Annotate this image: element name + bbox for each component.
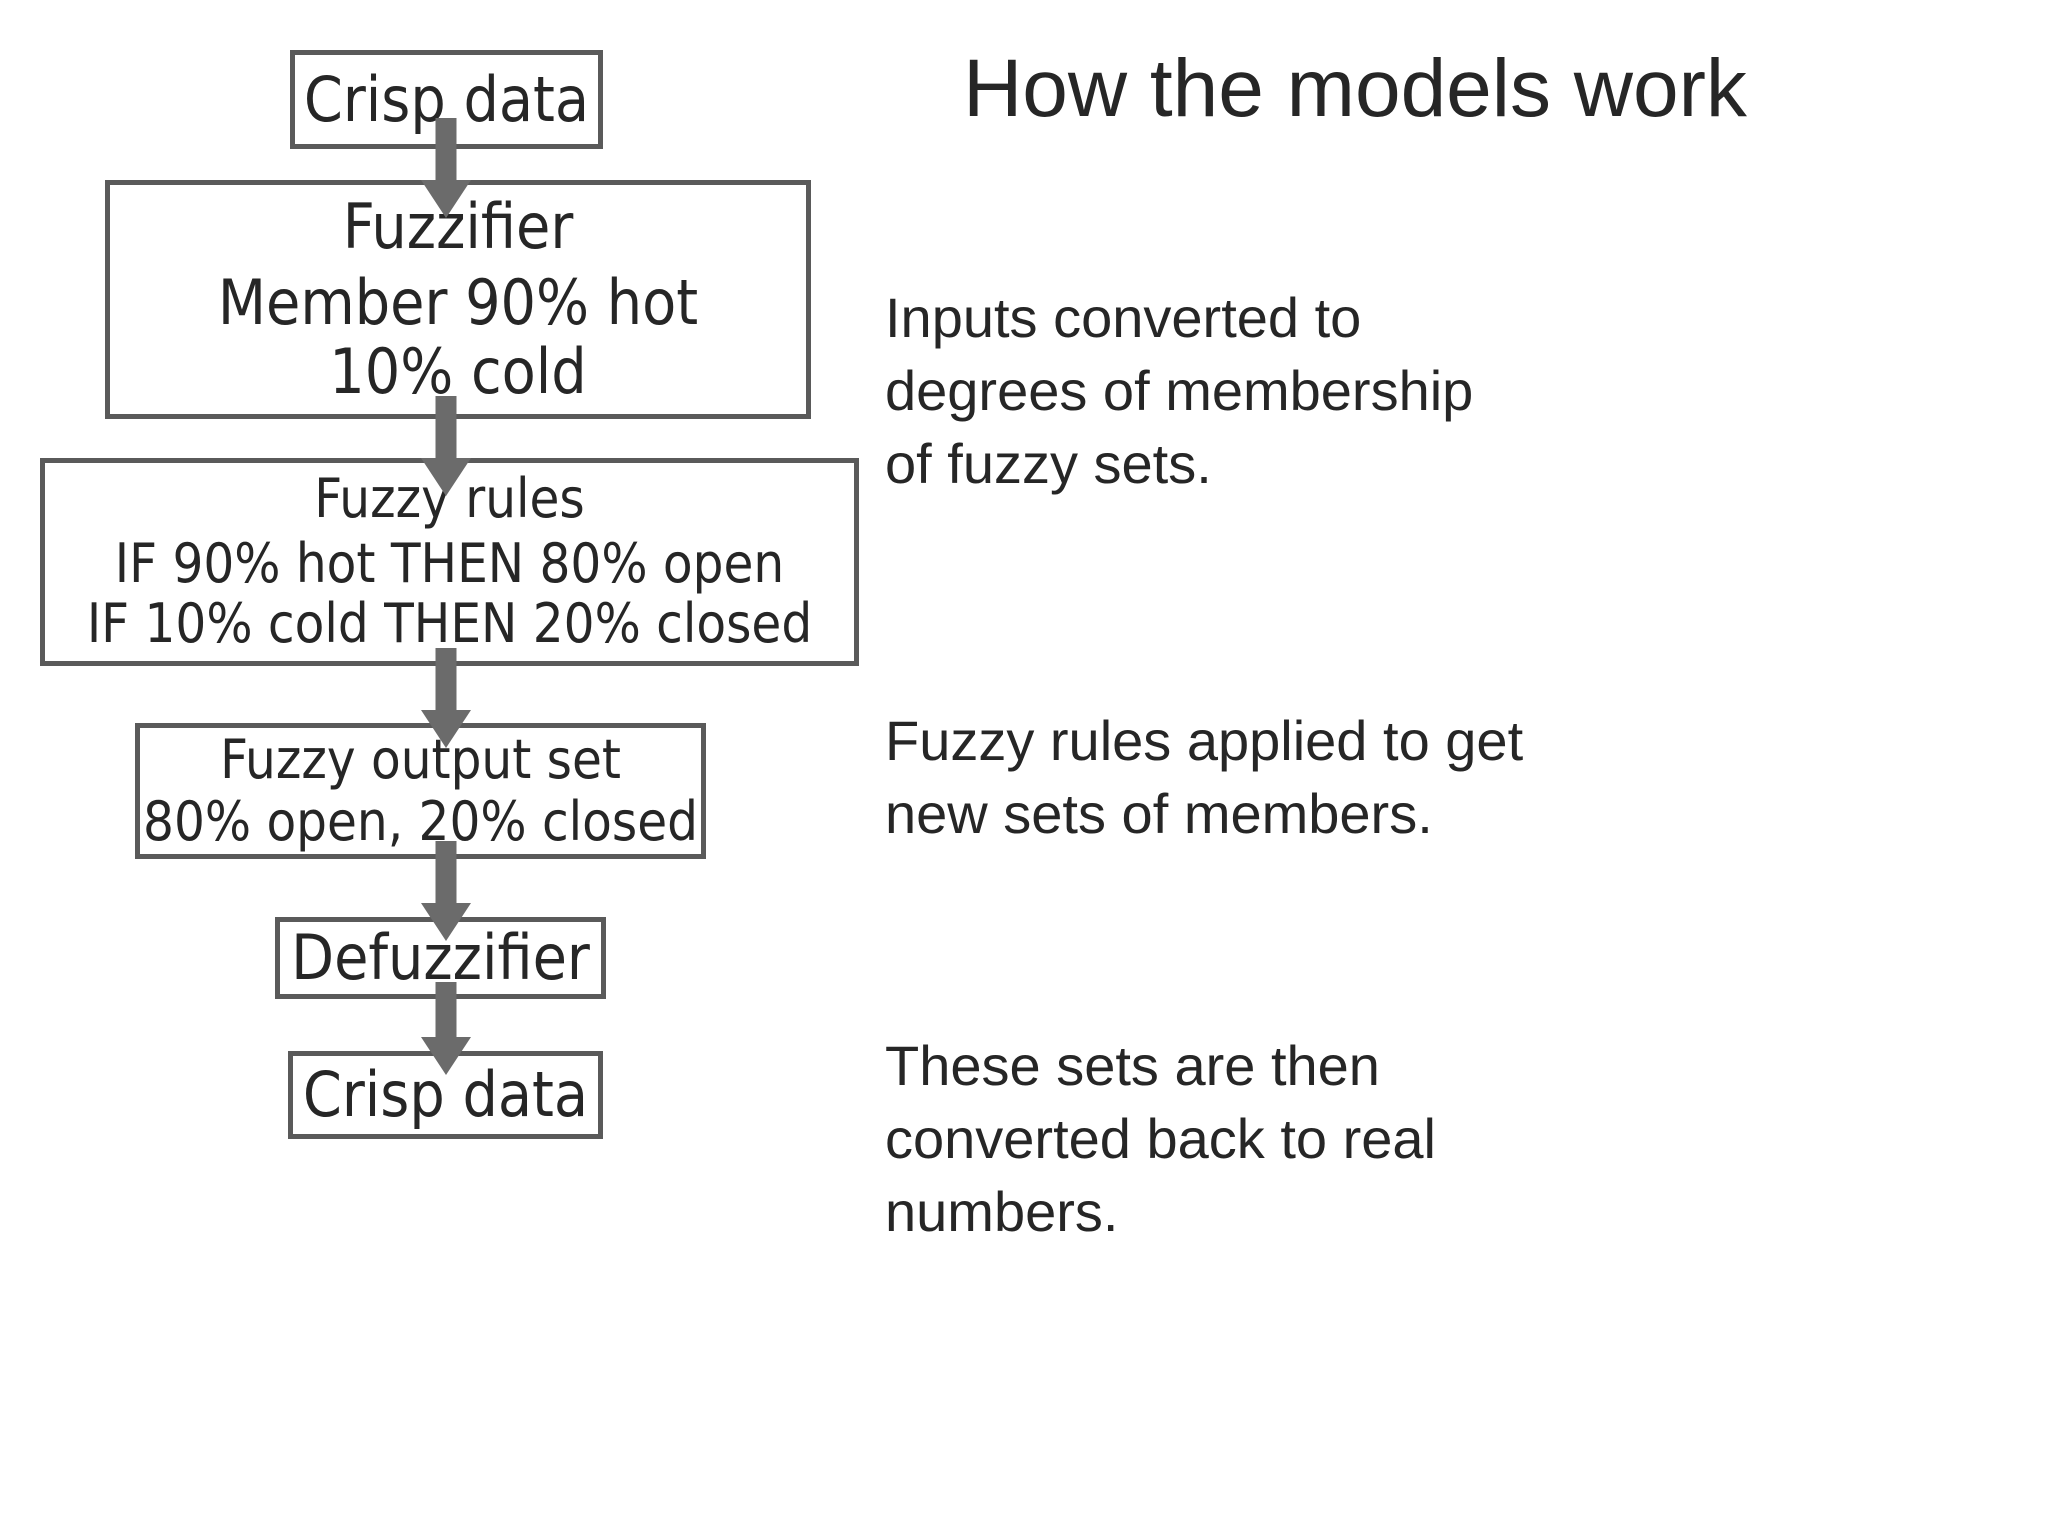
note-line: of fuzzy sets. [885, 431, 1212, 495]
flow-node-fuzzy-rules: Fuzzy rules IF 90% hot THEN 80% open IF … [40, 458, 859, 666]
flow-node-title: Fuzzy rules [314, 467, 585, 531]
flow-node-defuzzifier: Defuzzifier [275, 917, 606, 999]
flow-node-title: Fuzzifier [342, 190, 574, 264]
note-line: numbers. [885, 1179, 1119, 1243]
flow-node-rule-2: IF 10% cold THEN 20% closed [86, 592, 813, 656]
note-defuzzifier: These sets are then converted back to re… [885, 1030, 1715, 1248]
flow-node-detail-1: 80% open, 20% closed [143, 790, 698, 853]
flow-node-fuzzy-output-set: Fuzzy output set 80% open, 20% closed [135, 723, 706, 859]
flow-node-title: Fuzzy output set [220, 727, 621, 791]
note-fuzzifier: Inputs converted to degrees of membershi… [885, 282, 1715, 500]
page-title: How the models work [963, 43, 1747, 134]
note-line: converted back to real [885, 1106, 1436, 1170]
note-line: These sets are then [885, 1034, 1380, 1097]
flow-node-crisp-data-output: Crisp data [288, 1051, 603, 1139]
flow-node-detail-1: Member 90% hot [217, 265, 699, 339]
note-line: Inputs converted to [885, 286, 1362, 349]
note-line: new sets of members. [885, 781, 1433, 845]
flow-node-label: Defuzzifier [291, 921, 590, 995]
note-fuzzy-rules: Fuzzy rules applied to get new sets of m… [885, 705, 1715, 851]
flow-node-label: Crisp data [303, 62, 590, 136]
flow-node-rule-1: IF 90% hot THEN 80% open [114, 531, 785, 595]
flow-node-crisp-data-input: Crisp data [290, 50, 603, 149]
note-line: degrees of membership [885, 358, 1474, 422]
flow-node-detail-2: 10% cold [329, 335, 587, 409]
note-line: Fuzzy rules applied to get [885, 709, 1524, 772]
flow-node-label: Crisp data [302, 1058, 589, 1132]
flow-node-fuzzifier: Fuzzifier Member 90% hot 10% cold [105, 180, 811, 419]
